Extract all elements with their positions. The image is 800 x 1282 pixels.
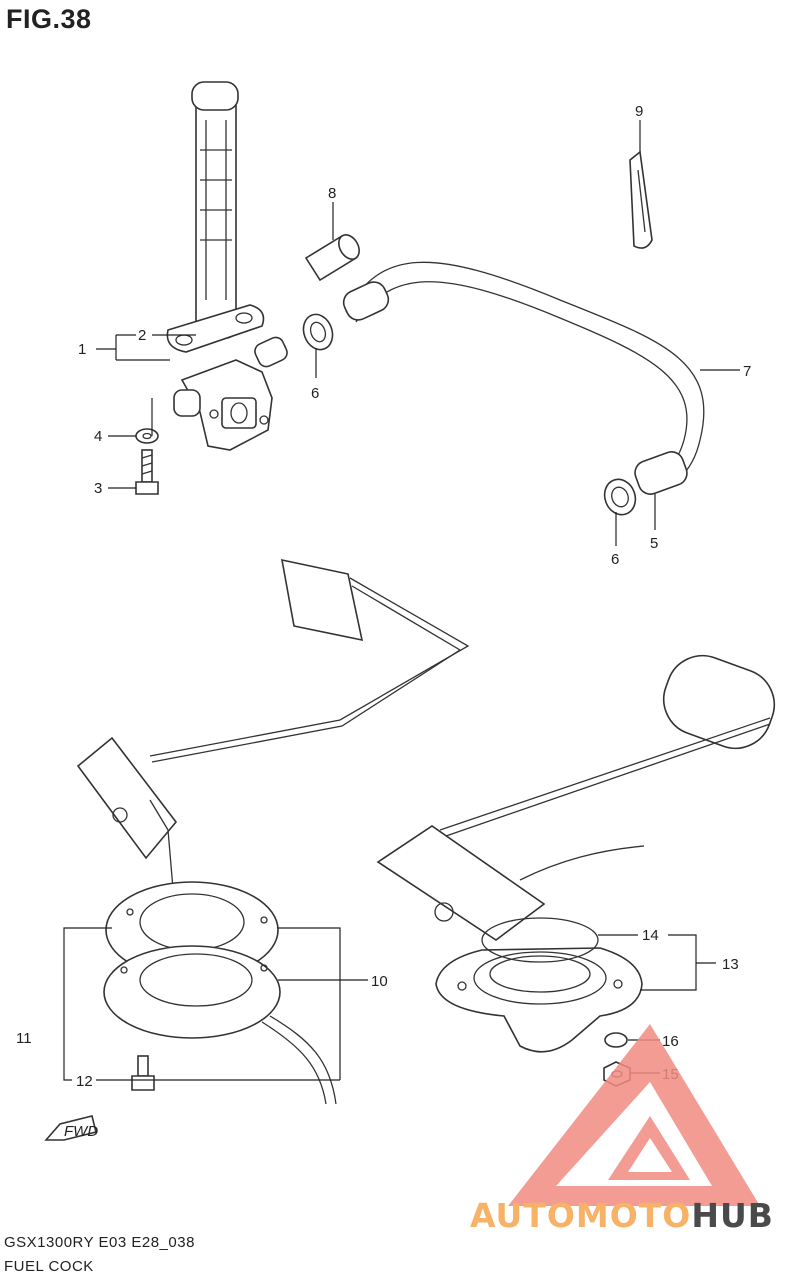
washer-16 (604, 1032, 628, 1048)
figure-caption: FUEL COCK (4, 1258, 94, 1275)
fuel-cock-body (173, 336, 288, 451)
pump-base-13 (435, 947, 643, 1053)
callout-6-lower: 6 (611, 551, 619, 568)
watermark-text: AUTOMOTOHUB (470, 1196, 774, 1235)
callout-4: 4 (94, 428, 102, 445)
callout-10: 10 (371, 973, 388, 990)
pump-oring-14 (481, 917, 599, 963)
callout-5: 5 (650, 535, 658, 552)
watermark-text-a: AUTOMOTO (470, 1196, 692, 1235)
clip-9 (629, 150, 653, 249)
float-arm (149, 558, 470, 763)
callout-12: 12 (76, 1073, 93, 1090)
pump-bracket (376, 825, 645, 941)
clamp-6-upper (302, 313, 334, 351)
callout-1: 1 (78, 341, 86, 358)
fuel-cock-lever (191, 81, 239, 339)
watermark-logo (508, 1024, 760, 1206)
callout-3: 3 (94, 480, 102, 497)
clamp-6-lower (603, 478, 637, 516)
gauge-mount-plate (103, 945, 337, 1105)
watermark-text-b: HUB (691, 1196, 774, 1235)
fuel-cock-gasket-plate (166, 304, 265, 353)
fwd-label: FWD (64, 1123, 98, 1140)
callout-7: 7 (743, 363, 751, 380)
leader-lines (63, 120, 740, 1081)
pump-float (439, 654, 776, 837)
callout-14: 14 (642, 927, 659, 944)
figure-title: FIG.38 (6, 4, 92, 34)
model-code: GSX1300RY E03 E28_038 (4, 1234, 195, 1251)
callout-11: 11 (16, 1030, 32, 1047)
cap-8 (304, 234, 360, 282)
hose-7 (342, 261, 705, 495)
callout-13: 13 (722, 956, 739, 973)
callout-2: 2 (138, 327, 146, 344)
screw-3 (135, 449, 159, 495)
callout-16: 16 (662, 1033, 679, 1050)
fwd-arrow: FWD (44, 1115, 98, 1141)
callout-9: 9 (635, 103, 643, 120)
washer-4 (135, 428, 159, 444)
callout-8: 8 (328, 185, 336, 202)
callout-6-upper: 6 (311, 385, 319, 402)
screw-12 (131, 1055, 155, 1091)
